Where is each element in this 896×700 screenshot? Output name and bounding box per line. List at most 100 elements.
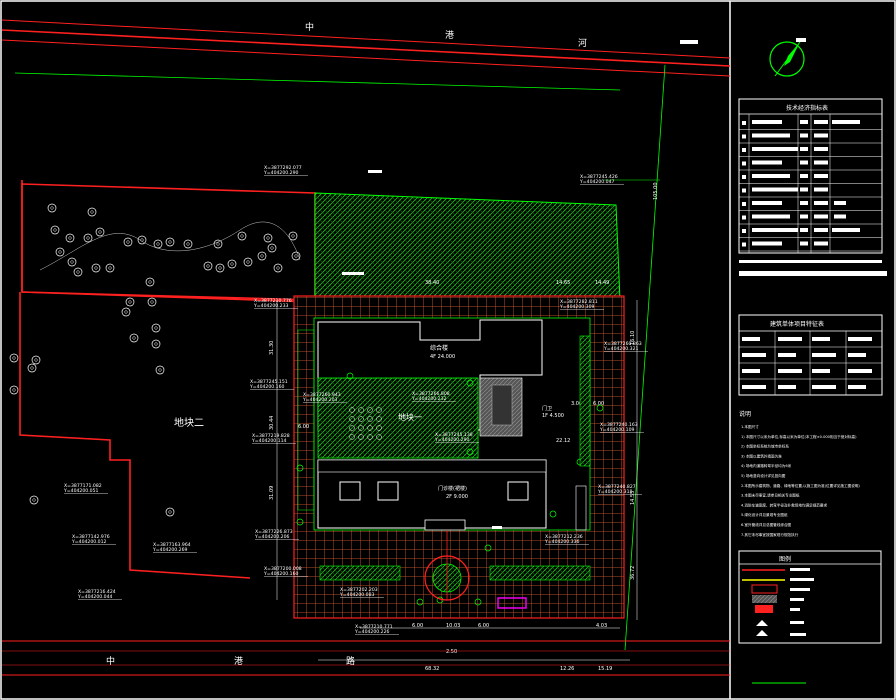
tree-icon xyxy=(358,434,364,440)
note-line: 3) 本图以建筑外墙面为准 xyxy=(741,453,782,458)
dim-bottom-small-a: 6.00 xyxy=(412,623,423,629)
tree-center-icon xyxy=(98,230,102,234)
tree-center-icon xyxy=(270,246,274,250)
coord-y: Y=404200.336 xyxy=(544,539,579,545)
legend-items xyxy=(742,568,814,636)
table1-value-cell xyxy=(814,241,828,246)
tree-center-icon xyxy=(70,260,74,264)
legend-box xyxy=(738,550,882,644)
tree-icon xyxy=(376,425,382,431)
tree-center-icon xyxy=(124,310,128,314)
tree-icon xyxy=(367,425,373,431)
tree-center-icon xyxy=(68,236,72,240)
tree-center-icon xyxy=(156,242,160,246)
table1-label-cell xyxy=(752,214,790,219)
coord-y: Y=404200.318 xyxy=(597,489,632,495)
dim-bottom-small-d: 4.03 xyxy=(596,623,607,629)
coord-y: Y=404200.047 xyxy=(579,179,614,185)
coord-y: Y=404200.114 xyxy=(251,438,286,444)
coord-x: X=3877210.771 xyxy=(355,624,393,630)
table1-footer-bar-1 xyxy=(739,260,882,263)
coord-y: Y=404200.206 xyxy=(254,534,289,540)
table1-index-cell xyxy=(742,148,746,152)
dim-side-vertical: 105.00 xyxy=(653,183,659,201)
tree-icon xyxy=(151,323,161,333)
tree-icon xyxy=(9,385,19,395)
coord-x: X=3877212.236 xyxy=(545,534,583,540)
table1-footer-bar-2 xyxy=(739,271,887,276)
coord-y: Y=404200.083 xyxy=(339,592,374,598)
tree-icon xyxy=(215,263,225,273)
tree-icon xyxy=(416,598,424,606)
tree-icon xyxy=(67,257,77,267)
table2-cell xyxy=(812,353,836,357)
tree-center-icon xyxy=(240,234,244,238)
table1-index-cell xyxy=(742,229,746,233)
table1-unit-cell xyxy=(800,147,808,151)
dim-top-c: 14.49 xyxy=(595,280,609,286)
building-main-name: 综合楼 xyxy=(430,344,448,352)
tree-center-icon xyxy=(108,266,112,270)
dimension-lines xyxy=(276,300,638,661)
ref-line-top xyxy=(14,72,621,91)
table1-note-cell xyxy=(834,201,846,205)
table1-label-cell xyxy=(752,133,790,138)
tree-icon xyxy=(9,353,19,363)
table1-index-cell xyxy=(742,121,746,125)
tree-center-icon xyxy=(94,266,98,270)
coord-x: X=3877202.203 xyxy=(340,587,378,593)
lawn-right xyxy=(579,335,591,467)
dim-inner-c: 6.00 xyxy=(593,401,604,407)
ref-line-vertical xyxy=(624,64,666,651)
table1-index-cell xyxy=(742,202,746,206)
tree-icon xyxy=(466,379,474,387)
tree-icon xyxy=(29,495,39,505)
tree-center-icon xyxy=(12,388,16,392)
coord-x: X=3877245.151 xyxy=(250,379,288,385)
tree-icon xyxy=(367,434,373,440)
table2-cell xyxy=(812,337,830,341)
tree-center-icon xyxy=(126,240,130,244)
tree-center-icon xyxy=(246,260,250,264)
tree-icon xyxy=(376,407,382,413)
tree-icon xyxy=(257,251,267,261)
coord-x: X=3877226.873 xyxy=(255,529,293,535)
coord-x: X=3877219.828 xyxy=(252,433,290,439)
tree-center-icon xyxy=(86,236,90,240)
building-main-sub: 4F 24.000 xyxy=(430,354,455,360)
coord-x: X=3877200.008 xyxy=(264,566,302,572)
road-bottom-char-2: 路 xyxy=(346,655,355,667)
dim-right-a: 16.10 xyxy=(630,331,636,345)
north-arrow-icon xyxy=(769,38,806,77)
table1-unit-cell xyxy=(800,120,808,124)
table1-index-cell xyxy=(742,175,746,179)
tree-center-icon xyxy=(218,266,222,270)
coord-x: X=3877245.138 xyxy=(435,432,473,438)
table2-title: 建筑单体项目特征表 xyxy=(770,320,824,328)
tree-icon xyxy=(296,464,304,472)
dim-inner-d: 22.12 xyxy=(556,438,570,444)
tree-icon xyxy=(346,372,354,380)
table1-value-cell xyxy=(814,174,828,178)
tree-icon xyxy=(153,239,163,249)
dim-top-b: 14.65 xyxy=(556,280,570,286)
tree-icon xyxy=(55,247,65,257)
tree-center-icon xyxy=(30,366,34,370)
table2-cell xyxy=(742,369,760,373)
note-line: 5.绿化设计详见景观专业图纸 xyxy=(741,512,788,517)
coord-x: X=3877292.077 xyxy=(264,165,302,171)
tree-icon xyxy=(95,227,105,237)
table1-unit-cell xyxy=(800,133,808,138)
lawn-left xyxy=(297,329,315,511)
tree-icon xyxy=(165,237,175,247)
coord-x: X=3877142.976 xyxy=(72,534,110,540)
table1-label-cell xyxy=(752,147,798,151)
tree-center-icon xyxy=(291,234,295,238)
tree-icon xyxy=(183,239,193,249)
tree-icon xyxy=(155,365,165,375)
table2-cell xyxy=(848,385,866,389)
tree-icon xyxy=(73,267,83,277)
tree-icon xyxy=(65,233,75,243)
table1-label-cell xyxy=(752,241,782,246)
dim-bottom-c: 15.19 xyxy=(598,666,612,672)
